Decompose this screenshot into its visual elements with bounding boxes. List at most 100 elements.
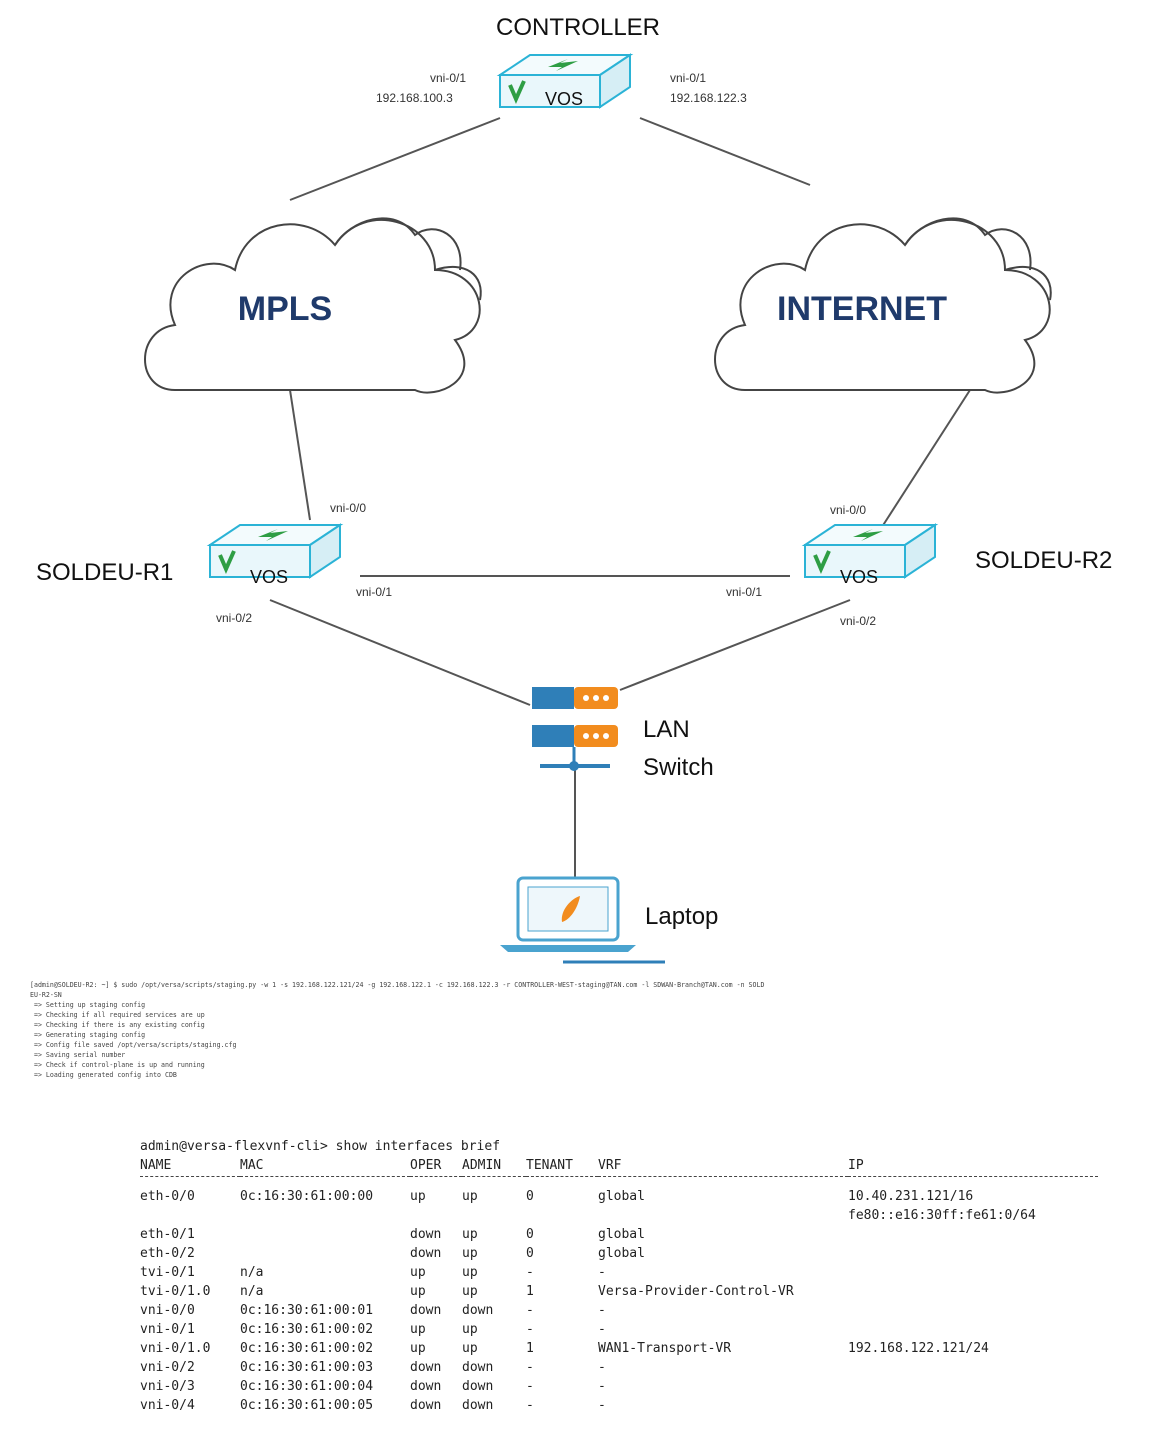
staging-cli-line: EU-R2-SN bbox=[30, 991, 62, 999]
table-cell: up bbox=[462, 1189, 478, 1204]
r2-name: SOLDEU-R2 bbox=[975, 547, 1112, 574]
link-r1-switch bbox=[269, 599, 531, 706]
table-cell: up bbox=[410, 1341, 426, 1356]
r1-port-down: vni-0/2 bbox=[216, 611, 252, 625]
table-row: fe80::e16:30ff:fe61:0/64 bbox=[140, 1206, 1098, 1225]
r2-port-side: vni-0/1 bbox=[726, 585, 762, 599]
table-cell: down bbox=[410, 1246, 442, 1261]
col-tenant: TENANT bbox=[526, 1158, 573, 1173]
laptop-icon bbox=[500, 876, 636, 952]
table-cell: n/a bbox=[240, 1284, 264, 1299]
table-cell: vni-0/2 bbox=[140, 1360, 195, 1375]
table-cell: - bbox=[598, 1322, 606, 1337]
table-cell: - bbox=[526, 1265, 534, 1280]
table-cell: Versa-Provider-Control-VR bbox=[598, 1284, 794, 1299]
table-cell: 1 bbox=[526, 1341, 534, 1356]
table-cell: up bbox=[462, 1265, 478, 1280]
staging-cli-line: [admin@SOLDEU-R2: ~] $ sudo /opt/versa/s… bbox=[30, 981, 765, 989]
table-cell: up bbox=[462, 1341, 478, 1356]
table-cell bbox=[240, 1225, 410, 1244]
controller-title: CONTROLLER bbox=[496, 14, 660, 41]
col-admin: ADMIN bbox=[462, 1158, 502, 1173]
interfaces-cli-output: admin@versa-flexvnf-cli> show interfaces… bbox=[140, 1138, 1100, 1415]
staging-cli-line: => Generating staging config bbox=[30, 1031, 146, 1039]
table-cell bbox=[598, 1206, 848, 1225]
col-vrf: VRF bbox=[598, 1158, 622, 1173]
r2-port-down: vni-0/2 bbox=[840, 614, 876, 628]
link-controller-internet bbox=[639, 117, 811, 186]
table-cell: - bbox=[526, 1360, 534, 1375]
internet-cloud: INTERNET bbox=[714, 217, 1052, 394]
r1-port-up: vni-0/0 bbox=[330, 501, 366, 515]
table-cell: - bbox=[526, 1303, 534, 1318]
table-cell: eth-0/2 bbox=[140, 1246, 195, 1261]
col-ip: IP bbox=[848, 1158, 864, 1173]
header-separator bbox=[140, 1176, 1098, 1187]
table-cell: fe80::e16:30ff:fe61:0/64 bbox=[848, 1208, 1036, 1223]
table-cell: - bbox=[598, 1379, 606, 1394]
mpls-cloud: MPLS bbox=[144, 217, 482, 394]
link-r2-switch bbox=[619, 599, 851, 691]
table-cell: 0 bbox=[526, 1189, 534, 1204]
controller-right-ip: 192.168.122.3 bbox=[670, 91, 747, 105]
staging-cli-line: => Check if control-plane is up and runn… bbox=[30, 1061, 205, 1069]
staging-cli-line: => Setting up staging config bbox=[30, 1001, 146, 1009]
table-cell: vni-0/3 bbox=[140, 1379, 195, 1394]
staging-cli-line: => Config file saved /opt/versa/scripts/… bbox=[30, 1041, 237, 1049]
table-cell: eth-0/0 bbox=[140, 1189, 195, 1204]
link-internet-r2 bbox=[879, 389, 971, 531]
table-cell: 0c:16:30:61:00:00 bbox=[240, 1189, 374, 1204]
table-cell bbox=[410, 1206, 462, 1225]
table-cell: down bbox=[410, 1379, 442, 1394]
table-cell bbox=[848, 1358, 1098, 1377]
table-cell: WAN1-Transport-VR bbox=[598, 1341, 732, 1356]
table-cell: 0c:16:30:61:00:04 bbox=[240, 1379, 374, 1394]
network-topology-diagram: CONTROLLER VOS vni-0/1 192.168.100.3 vni… bbox=[36, 14, 1112, 964]
col-name: NAME bbox=[140, 1158, 172, 1173]
table-cell: vni-0/4 bbox=[140, 1398, 195, 1413]
table-cell: down bbox=[410, 1398, 442, 1413]
table-cell: 0c:16:30:61:00:01 bbox=[240, 1303, 374, 1318]
table-cell bbox=[240, 1206, 410, 1225]
table-cell: up bbox=[462, 1322, 478, 1337]
switch-label-line1: LAN bbox=[643, 716, 690, 743]
table-cell: 0c:16:30:61:00:02 bbox=[240, 1341, 374, 1356]
internet-cloud-label: INTERNET bbox=[777, 290, 947, 328]
staging-cli-output: [admin@SOLDEU-R2: ~] $ sudo /opt/versa/s… bbox=[30, 980, 1140, 1080]
switch-label-line2: Switch bbox=[643, 754, 714, 781]
table-cell: down bbox=[410, 1227, 442, 1242]
table-cell bbox=[848, 1396, 1098, 1415]
table-cell: vni-0/0 bbox=[140, 1303, 195, 1318]
table-cell: 0c:16:30:61:00:03 bbox=[240, 1360, 374, 1375]
table-cell: down bbox=[462, 1360, 494, 1375]
table-cell bbox=[240, 1244, 410, 1263]
table-cell bbox=[526, 1206, 598, 1225]
table-cell: down bbox=[410, 1360, 442, 1375]
table-cell bbox=[848, 1225, 1098, 1244]
table-cell: - bbox=[598, 1303, 606, 1318]
r1-vos-brand: VOS bbox=[250, 567, 288, 587]
interfaces-header-row: NAME MAC OPER ADMIN TENANT VRF IP bbox=[140, 1156, 1098, 1177]
table-cell: vni-0/1 bbox=[140, 1322, 195, 1337]
controller-right-port: vni-0/1 bbox=[670, 71, 706, 85]
table-cell: 0 bbox=[526, 1246, 534, 1261]
cli-prompt: admin@versa-flexvnf-cli> show interfaces… bbox=[140, 1139, 501, 1154]
switch-icon bbox=[532, 687, 618, 771]
table-cell: down bbox=[410, 1303, 442, 1318]
laptop-device: Laptop bbox=[500, 876, 718, 964]
table-cell: - bbox=[598, 1398, 606, 1413]
connection-links bbox=[269, 117, 971, 878]
table-cell: global bbox=[598, 1227, 645, 1242]
table-cell bbox=[848, 1244, 1098, 1263]
table-cell: n/a bbox=[240, 1265, 264, 1280]
controller-device: CONTROLLER VOS vni-0/1 192.168.100.3 vni… bbox=[376, 14, 747, 109]
controller-vos-brand: VOS bbox=[545, 89, 583, 109]
soldeu-r1-device: VOS SOLDEU-R1 vni-0/0 vni-0/1 vni-0/2 bbox=[36, 501, 392, 625]
